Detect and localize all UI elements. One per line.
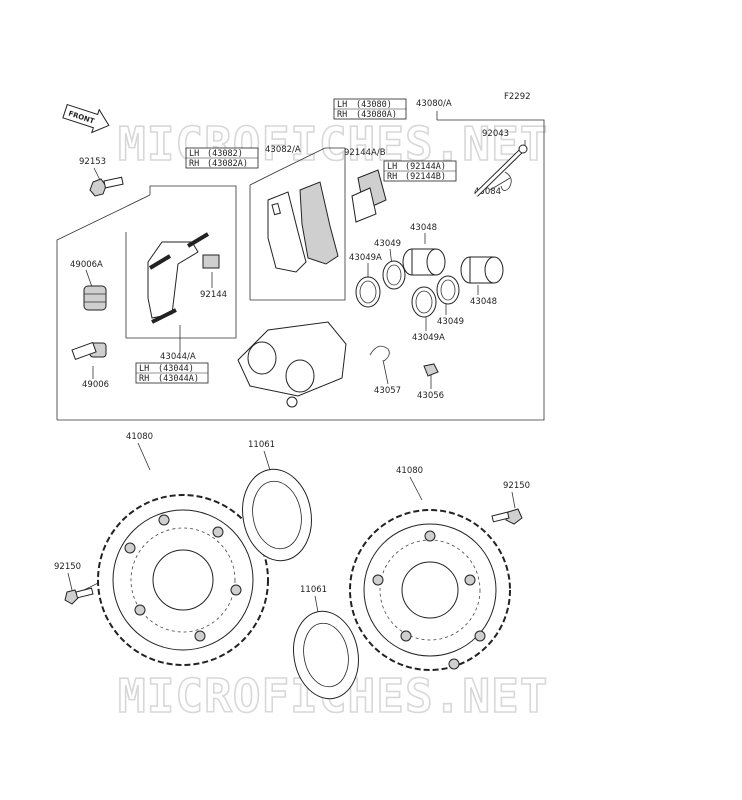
label-43080A: 43080/A: [416, 99, 452, 109]
clip-43084-icon: [500, 171, 512, 191]
label-49006: 49006: [82, 380, 109, 390]
bleed-line-43057-icon: [369, 345, 390, 362]
label-92153: 92153: [79, 157, 106, 167]
label-11061-a: 11061: [248, 440, 275, 450]
svg-text:LH: LH: [139, 364, 149, 374]
caliper-body-icon: [237, 321, 347, 408]
pads-lhrh-box: LH (43082) RH (43082A): [185, 147, 259, 169]
label-43049A-b: 43049A: [412, 333, 445, 343]
pin-92043-icon: [474, 144, 528, 197]
seal-43049A-b-icon: [411, 286, 437, 318]
bolt-92150-left-icon: [64, 587, 94, 605]
bolt-92153-icon: [89, 176, 124, 197]
label-43084: 43084: [474, 187, 501, 197]
label-11061-b: 11061: [300, 585, 327, 595]
svg-text:(43044): (43044): [158, 364, 194, 374]
svg-text:(43082): (43082): [207, 149, 243, 159]
caliper-lhrh-box: LH (43080) RH (43080A): [333, 98, 407, 120]
caliper-assembly-outline: [56, 111, 545, 421]
front-arrow-icon: FRONT: [62, 103, 110, 134]
boot-49006A-icon: [83, 285, 107, 311]
seal-43049-b-icon: [436, 275, 460, 305]
label-43057: 43057: [374, 386, 401, 396]
svg-text:(43082A): (43082A): [207, 159, 248, 169]
svg-text:(43080): (43080): [356, 100, 392, 110]
clip-92144-icon: [202, 254, 220, 269]
piston-43048-b-icon: [460, 256, 504, 284]
shims-lhrh-box: LH (92144A) RH (92144B): [383, 160, 457, 182]
svg-text:RH: RH: [337, 110, 347, 120]
label-43049-b: 43049: [437, 317, 464, 327]
label-43044A: 43044/A: [160, 352, 196, 362]
piston-43048-a-icon: [402, 248, 446, 276]
svg-text:RH: RH: [387, 172, 397, 182]
label-92144AB: 92144A/B: [344, 148, 386, 158]
label-41080-a: 41080: [126, 432, 153, 442]
label-92043: 92043: [482, 129, 509, 139]
brake-pads-icon: [267, 181, 339, 273]
svg-text:LH: LH: [337, 100, 347, 110]
brake-disc-right-icon: [349, 509, 511, 671]
gasket-11061-right-icon: [293, 610, 359, 700]
label-92150-a: 92150: [54, 562, 81, 572]
label-43056: 43056: [417, 391, 444, 401]
seal-43049A-a-icon: [355, 276, 381, 308]
label-43082A: 43082/A: [265, 145, 301, 155]
svg-text:(92144B): (92144B): [405, 172, 446, 182]
svg-text:RH: RH: [139, 374, 149, 384]
svg-text:(43044A): (43044A): [158, 374, 199, 384]
label-43048-b: 43048: [470, 297, 497, 307]
svg-text:LH: LH: [189, 149, 199, 159]
gasket-11061-left-icon: [242, 468, 312, 562]
label-92150-b: 92150: [503, 481, 530, 491]
pin-49006-icon: [71, 341, 107, 361]
caliper-bracket-icon: [147, 232, 210, 324]
figure-code: F2292: [504, 92, 531, 102]
bleeder-43056-icon: [423, 363, 439, 377]
label-43049-a: 43049: [374, 239, 401, 249]
svg-text:(92144A): (92144A): [405, 162, 446, 172]
seal-43049-a-icon: [382, 260, 406, 290]
svg-text:RH: RH: [189, 159, 199, 169]
label-49006A: 49006A: [70, 260, 103, 270]
bolt-92150-right-icon: [491, 508, 523, 525]
label-43048-a: 43048: [410, 223, 437, 233]
label-92144: 92144: [200, 290, 227, 300]
brake-disc-left-icon: [97, 494, 269, 666]
shims-icon: [351, 169, 387, 223]
label-41080-b: 41080: [396, 466, 423, 476]
bracket-lhrh-box: LH (43044) RH (43044A): [135, 362, 209, 384]
watermark-top: MICROFICHES.NET: [118, 117, 548, 171]
svg-text:(43080A): (43080A): [356, 110, 397, 120]
label-43049A-a: 43049A: [349, 253, 382, 263]
svg-text:LH: LH: [387, 162, 397, 172]
